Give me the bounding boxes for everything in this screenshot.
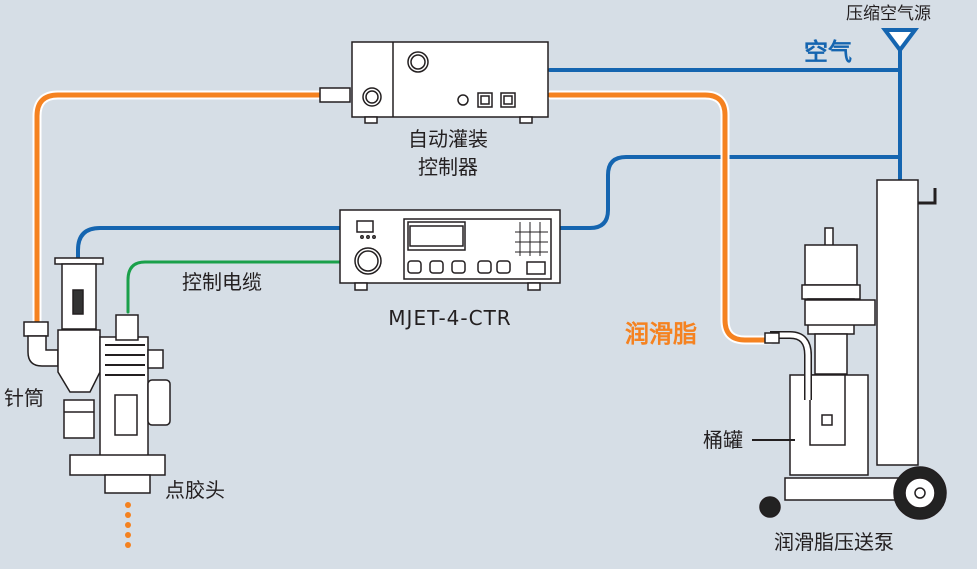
- air-source-icon: [881, 28, 919, 54]
- air-label: 空气: [804, 38, 852, 66]
- controller-label-line2: 控制器: [418, 155, 478, 179]
- auto-filling-controller: [319, 41, 549, 124]
- control-cable-line: [126, 260, 342, 314]
- dispense-head-label: 点胶头: [165, 478, 225, 502]
- controller-label-line1: 自动灌装: [408, 127, 488, 151]
- grease-pump: [759, 179, 947, 520]
- syringe-label: 针筒: [4, 386, 44, 410]
- mjet-controller: [339, 209, 561, 291]
- grease-label: 润滑脂: [625, 320, 697, 348]
- grease-lines: [32, 90, 775, 345]
- dispense-dots: [125, 502, 131, 548]
- air-source-label: 压缩空气源: [846, 4, 931, 24]
- control-cable-label: 控制电缆: [182, 270, 262, 294]
- pump-label: 润滑脂压送泵: [774, 530, 894, 554]
- bucket-label: 桶罐: [703, 428, 743, 452]
- syringe-dispense-head: [23, 257, 171, 494]
- air-lines: [76, 43, 902, 260]
- mjet-label: MJET-4-CTR: [388, 306, 512, 330]
